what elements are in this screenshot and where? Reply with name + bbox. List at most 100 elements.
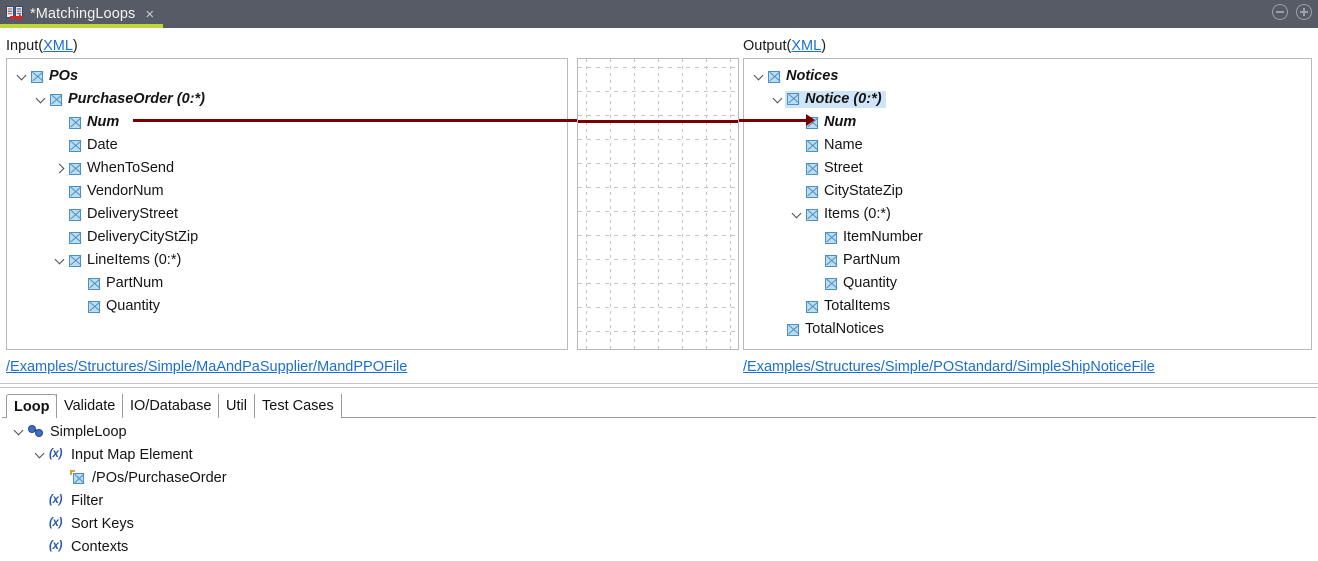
schema-element-icon[interactable] bbox=[69, 231, 81, 244]
input-tree-item-node[interactable]: Quantity bbox=[7, 295, 567, 318]
mapping-canvas-panel[interactable] bbox=[577, 58, 739, 350]
input-tree-item-node-content[interactable]: DeliveryCityStZip bbox=[69, 230, 198, 245]
schema-element-icon[interactable] bbox=[50, 93, 62, 106]
tab-util[interactable]: Util bbox=[218, 394, 255, 418]
output-tree-item-node[interactable]: TotalItems bbox=[744, 295, 1311, 318]
input-tree-item-node-content[interactable]: WhenToSend bbox=[69, 161, 174, 176]
output-tree-item-node-content[interactable]: TotalNotices bbox=[787, 322, 884, 337]
schema-element-icon[interactable] bbox=[69, 162, 81, 175]
output-tree-item-node-content[interactable]: ItemNumber bbox=[825, 230, 923, 245]
input-tree-item-node[interactable]: POs bbox=[7, 65, 567, 88]
input-tree-item-node[interactable]: WhenToSend bbox=[7, 157, 567, 180]
schema-element-icon[interactable] bbox=[825, 231, 837, 244]
schema-element-icon[interactable] bbox=[69, 185, 81, 198]
loop-tree-item[interactable]: (x)Filter bbox=[6, 489, 706, 512]
output-tree-item-node-content[interactable]: Name bbox=[806, 138, 863, 153]
output-file-path-link[interactable]: /Examples/Structures/Simple/POStandard/S… bbox=[743, 359, 1155, 375]
schema-element-icon[interactable] bbox=[88, 277, 100, 290]
output-tree-item-node-content[interactable]: Notice (0:*) bbox=[785, 90, 886, 109]
schema-element-icon[interactable] bbox=[806, 300, 818, 313]
loop-tree-item[interactable]: /POs/PurchaseOrder bbox=[6, 466, 706, 489]
input-file-path-link[interactable]: /Examples/Structures/Simple/MaAndPaSuppl… bbox=[6, 359, 408, 375]
schema-element-icon[interactable] bbox=[88, 300, 100, 313]
input-tree-item-node[interactable]: VendorNum bbox=[7, 180, 567, 203]
chevron-down-icon[interactable] bbox=[12, 425, 26, 439]
input-tree-item-node[interactable]: PurchaseOrder (0:*) bbox=[7, 88, 567, 111]
schema-element-icon[interactable] bbox=[806, 208, 818, 221]
input-tree-item-node-content[interactable]: Date bbox=[69, 138, 118, 153]
schema-element-icon[interactable] bbox=[825, 254, 837, 267]
input-xml-link[interactable]: XML bbox=[43, 38, 73, 54]
schema-element-icon[interactable] bbox=[69, 254, 81, 267]
loop-tree-item[interactable]: (x)Contexts bbox=[6, 535, 706, 558]
output-tree-item-node-content[interactable]: Quantity bbox=[825, 276, 897, 291]
minimize-icon[interactable] bbox=[1272, 4, 1288, 20]
input-tree-item-node[interactable]: DeliveryStreet bbox=[7, 203, 567, 226]
output-tree-item-node[interactable]: Quantity bbox=[744, 272, 1311, 295]
input-tree-item-node-content[interactable]: LineItems (0:*) bbox=[69, 253, 181, 268]
chevron-down-icon[interactable] bbox=[15, 70, 29, 84]
schema-element-icon[interactable] bbox=[806, 162, 818, 175]
output-tree-item-node[interactable]: TotalNotices bbox=[744, 318, 1311, 341]
input-tree-item-node-content[interactable]: VendorNum bbox=[69, 184, 164, 199]
loop-tree-item[interactable]: (x)Input Map Element bbox=[6, 443, 706, 466]
chevron-down-icon[interactable] bbox=[53, 254, 67, 268]
tab-io-database[interactable]: IO/Database bbox=[122, 394, 220, 418]
schema-element-icon[interactable] bbox=[31, 70, 43, 83]
input-tree-item-node-content[interactable]: Quantity bbox=[88, 299, 160, 314]
input-tree-item-node[interactable]: LineItems (0:*) bbox=[7, 249, 567, 272]
schema-element-icon[interactable] bbox=[806, 139, 818, 152]
output-tree-item-node-content[interactable]: Street bbox=[806, 161, 863, 176]
chevron-down-icon[interactable] bbox=[790, 208, 804, 222]
input-tree-item-node-content[interactable]: Num bbox=[69, 115, 119, 130]
output-tree-item-node-label: Items (0:*) bbox=[824, 206, 891, 223]
close-icon[interactable]: × bbox=[145, 5, 155, 23]
schema-element-icon[interactable] bbox=[69, 139, 81, 152]
input-tree-item-node[interactable]: Num bbox=[7, 111, 567, 134]
tab-loop[interactable]: Loop bbox=[6, 394, 58, 419]
schema-element-icon[interactable] bbox=[69, 208, 81, 221]
output-tree-item-node-content[interactable]: TotalItems bbox=[806, 299, 890, 314]
output-tree-item-node-content[interactable]: Items (0:*) bbox=[806, 207, 891, 222]
input-tree-item-node[interactable]: DeliveryCityStZip bbox=[7, 226, 567, 249]
chevron-down-icon[interactable] bbox=[752, 70, 766, 84]
input-tree-item-node[interactable]: Date bbox=[7, 134, 567, 157]
editor-tab-matchingloops[interactable]: *MatchingLoops × bbox=[0, 0, 162, 28]
loop-tree-item[interactable]: (x)Sort Keys bbox=[6, 512, 706, 535]
schema-element-icon[interactable] bbox=[768, 70, 780, 83]
loop-tree-item[interactable]: SimpleLoop bbox=[6, 420, 706, 443]
schema-element-icon[interactable] bbox=[806, 185, 818, 198]
schema-element-icon[interactable] bbox=[787, 323, 799, 336]
output-tree-item-node-content[interactable]: CityStateZip bbox=[806, 184, 903, 199]
output-tree-item-node[interactable]: CityStateZip bbox=[744, 180, 1311, 203]
tab-validate[interactable]: Validate bbox=[56, 394, 124, 418]
output-tree-item-node[interactable]: Street bbox=[744, 157, 1311, 180]
input-tree-item-node-content[interactable]: PurchaseOrder (0:*) bbox=[50, 92, 205, 107]
chevron-down-icon[interactable] bbox=[33, 448, 47, 462]
schema-element-icon[interactable] bbox=[787, 93, 799, 105]
chevron-down-icon[interactable] bbox=[34, 93, 48, 107]
schema-element-icon[interactable] bbox=[69, 116, 81, 129]
output-tree-item-node[interactable]: Items (0:*) bbox=[744, 203, 1311, 226]
chevron-right-icon[interactable] bbox=[53, 162, 67, 176]
maximize-icon[interactable] bbox=[1296, 4, 1312, 20]
input-tree-item-node-content[interactable]: DeliveryStreet bbox=[69, 207, 178, 222]
output-tree-item-node[interactable]: Notice (0:*) bbox=[744, 88, 1311, 111]
output-tree-item-node-content[interactable]: PartNum bbox=[825, 253, 900, 268]
schema-element-icon[interactable] bbox=[825, 277, 837, 290]
tab-test-cases[interactable]: Test Cases bbox=[254, 394, 342, 418]
output-tree-item-node[interactable]: Name bbox=[744, 134, 1311, 157]
output-tree-item-node[interactable]: Notices bbox=[744, 65, 1311, 88]
input-tree-item-node-content[interactable]: PartNum bbox=[88, 276, 163, 291]
chevron-down-icon[interactable] bbox=[771, 93, 785, 107]
output-tree-item-node-content[interactable]: Notices bbox=[768, 69, 838, 84]
input-tree-item-node[interactable]: PartNum bbox=[7, 272, 567, 295]
output-tree-item-node[interactable]: ItemNumber bbox=[744, 226, 1311, 249]
output-tree-item-node[interactable]: PartNum bbox=[744, 249, 1311, 272]
mapping-connector-line[interactable] bbox=[578, 120, 738, 123]
input-tree-item-node-content[interactable]: POs bbox=[31, 69, 78, 84]
output-tree-item-node[interactable]: Num bbox=[744, 111, 1311, 134]
output-xml-link[interactable]: XML bbox=[791, 38, 822, 54]
